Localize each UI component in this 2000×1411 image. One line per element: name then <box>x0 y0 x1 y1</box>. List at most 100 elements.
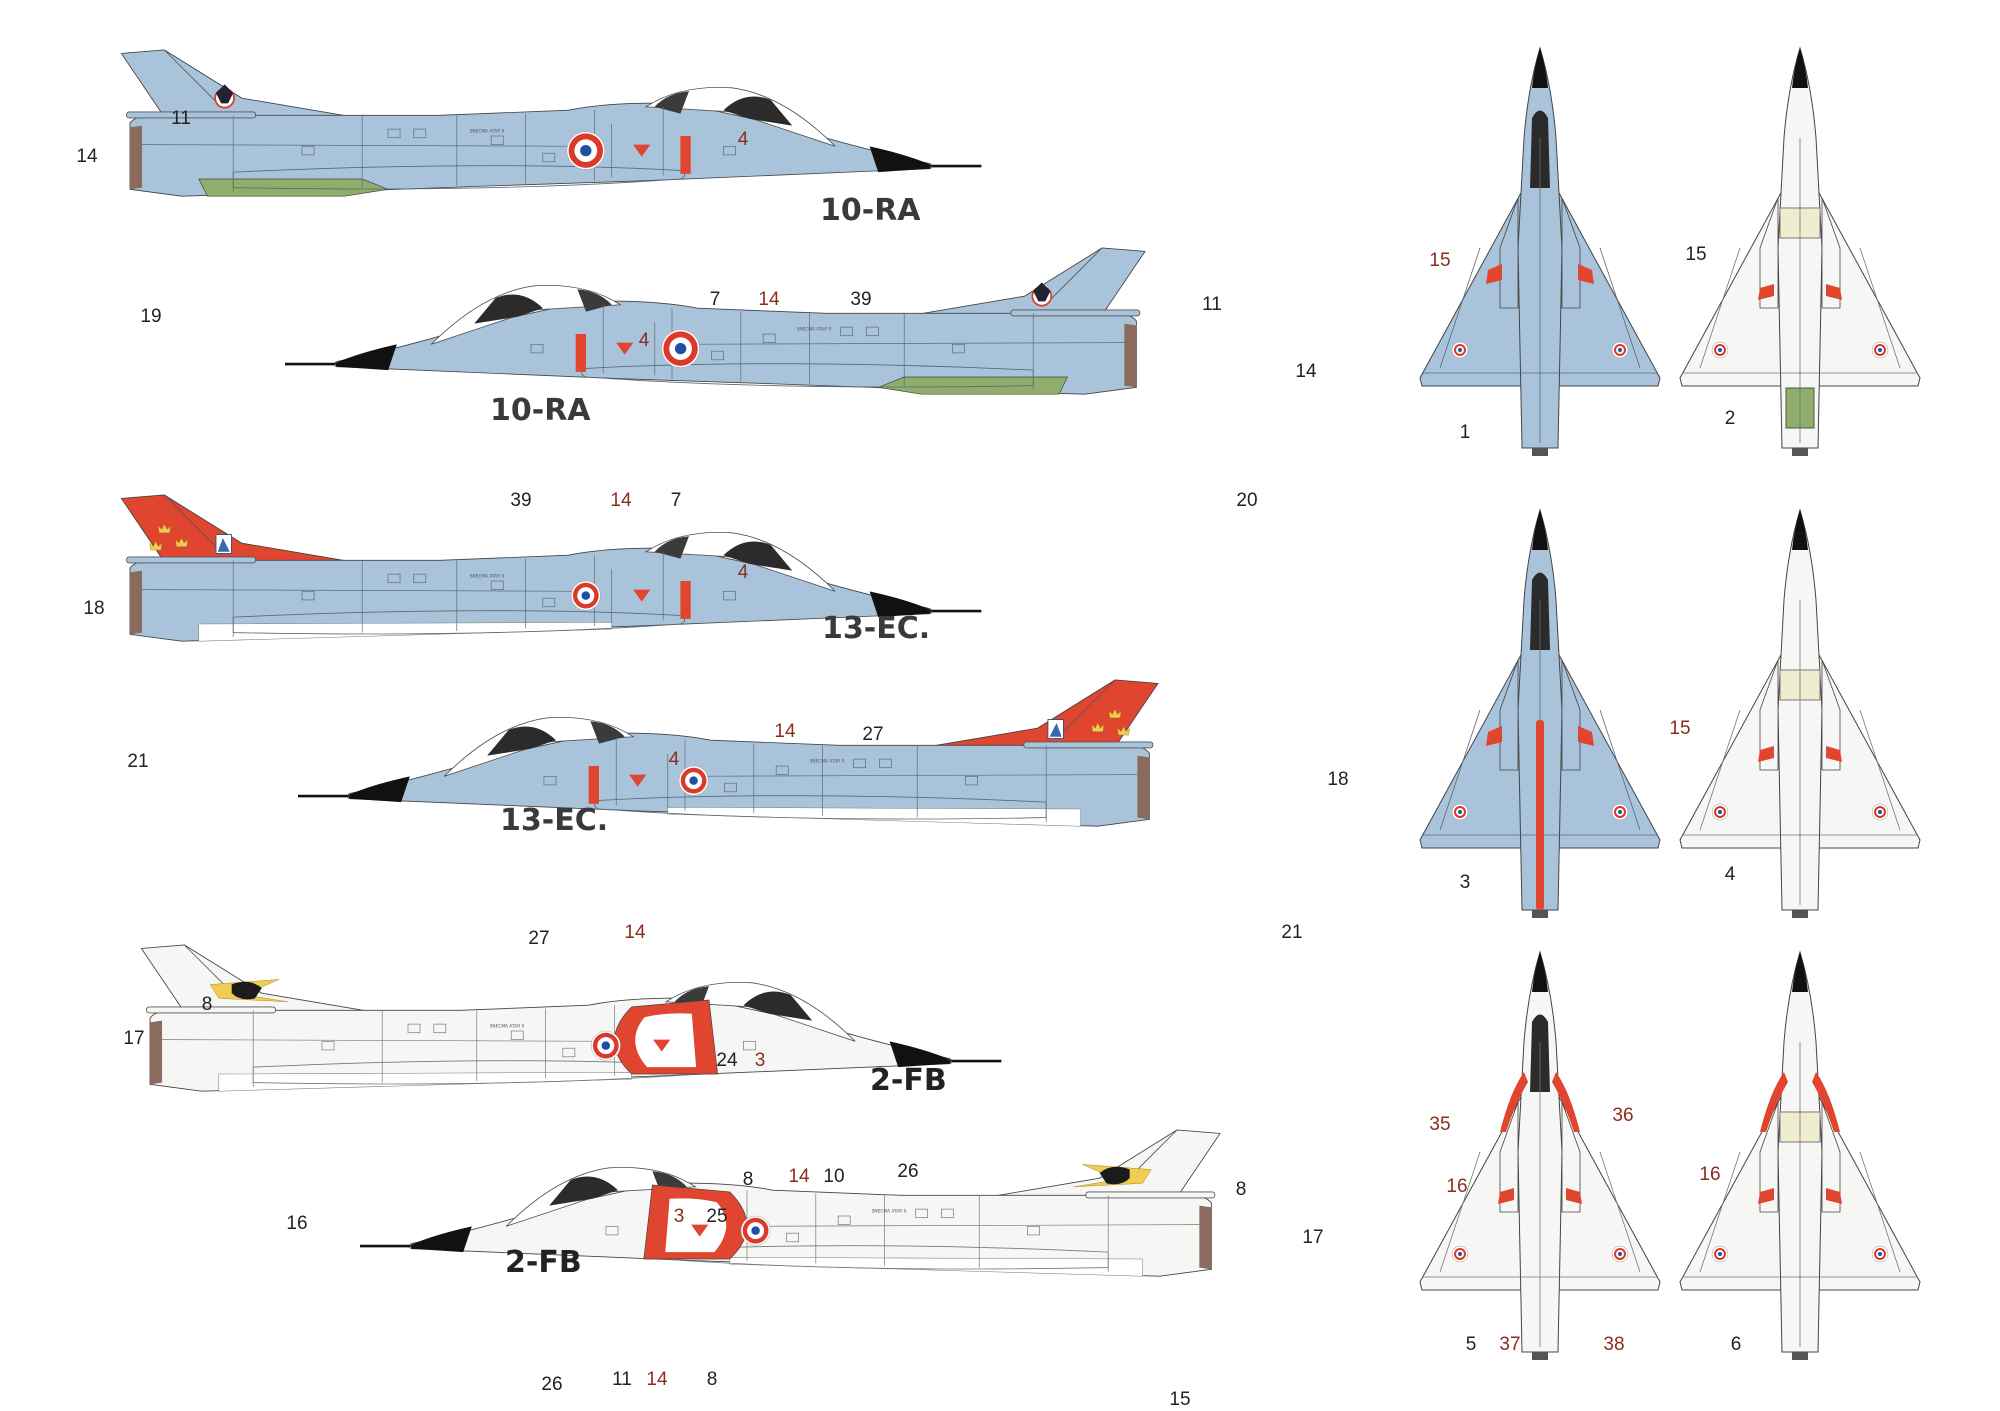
exhaust <box>1124 323 1137 388</box>
callout-number: 3 <box>1460 872 1471 893</box>
wing-roundel <box>1871 341 1889 359</box>
callout-number: 7 <box>710 289 721 310</box>
red-triangle-marking <box>616 342 634 355</box>
nose-cone <box>1792 952 1808 992</box>
canopy <box>644 531 836 592</box>
callout-number: 26 <box>541 1374 562 1395</box>
roundel <box>566 131 605 170</box>
plan-view-t3 <box>1419 508 1661 918</box>
crown-insignia <box>1091 722 1105 732</box>
exhaust <box>1199 1205 1212 1270</box>
wing-roundel <box>1711 1245 1729 1263</box>
exhaust <box>130 125 143 190</box>
wing-roundel <box>1451 803 1469 821</box>
red-triangle-marking <box>653 1039 671 1052</box>
callout-number: 24 <box>716 1050 738 1071</box>
callout-number: 8 <box>707 1369 718 1390</box>
belly-panel <box>729 1257 1143 1277</box>
red-marking <box>1758 746 1774 762</box>
tail-fin <box>120 494 354 563</box>
callout-number: 39 <box>850 289 871 310</box>
fuselage-code-p2: 10-RA <box>490 393 591 428</box>
plan-view-t4 <box>1679 508 1921 918</box>
exhaust <box>1137 755 1150 820</box>
red-triangle-marking <box>691 1224 709 1237</box>
belly-panel <box>218 1072 632 1092</box>
nose-cone <box>409 1226 472 1253</box>
red-stripe <box>588 766 599 804</box>
callout-number: 16 <box>286 1213 307 1234</box>
wing-roundel <box>1711 803 1729 821</box>
roundel <box>740 1215 771 1246</box>
callout-number: 25 <box>706 1206 727 1227</box>
callout-number: 14 <box>758 289 780 310</box>
aircraft-profile-p1: SNECMA ATAR 9 <box>120 49 982 197</box>
callout-number: 3 <box>674 1206 685 1227</box>
nose-cone <box>869 591 932 618</box>
nose-cone <box>1792 510 1808 550</box>
red-stripe <box>680 136 691 174</box>
callout-number: 27 <box>862 724 883 745</box>
aircraft-profile-p4: SNECMA ATAR 9 <box>298 679 1159 827</box>
nose-cone <box>1532 48 1548 88</box>
callout-number: 15 <box>1685 244 1706 265</box>
wing-roundel <box>1451 1245 1469 1263</box>
wing-roundel <box>1871 803 1889 821</box>
wing-roundel <box>1711 341 1729 359</box>
callout-number: 4 <box>738 562 749 583</box>
aircraft-profiles: SNECMA ATAR 9 SNECMA ATAR 9 SNECMA ATAR 9 S… <box>120 49 1221 1280</box>
callout-number: 35 <box>1429 1114 1450 1135</box>
callout-number: 14 <box>788 1166 810 1187</box>
callout-number: 15 <box>1669 718 1690 739</box>
canopy <box>664 981 856 1042</box>
fuselage-code-p5: 2-FB <box>870 1063 947 1098</box>
tail-fin <box>912 247 1146 316</box>
red-marking <box>1826 1188 1842 1204</box>
callout-number: 14 <box>610 490 632 511</box>
callout-number: 5 <box>1466 1334 1477 1355</box>
engine-stencil: SNECMA ATAR 9 <box>797 327 832 333</box>
callout-number: 39 <box>510 490 531 511</box>
red-intake-trim <box>1500 1072 1528 1132</box>
plan-view-t6 <box>1679 950 1921 1360</box>
red-triangle-marking <box>633 589 651 602</box>
engine-stencil: SNECMA ATAR 9 <box>470 129 505 135</box>
red-marking <box>1578 264 1594 284</box>
engine-stencil: SNECMA ATAR 9 <box>490 1024 525 1030</box>
nose-cone <box>1792 48 1808 88</box>
callout-number: 4 <box>1725 864 1736 885</box>
fuselage-code-p6: 2-FB <box>505 1245 582 1280</box>
belly-panel <box>198 622 612 642</box>
callout-number: 19 <box>140 306 161 327</box>
callout-number: 4 <box>669 749 680 770</box>
callout-number: 3 <box>755 1050 766 1071</box>
callout-number: 8 <box>202 994 213 1015</box>
griffin-emblem <box>1099 1166 1130 1185</box>
roundel <box>678 765 709 796</box>
exhaust <box>150 1020 163 1085</box>
callout-number: 20 <box>1236 490 1257 511</box>
callout-number: 15 <box>1429 250 1450 271</box>
crown-insignia <box>1108 708 1122 719</box>
callout-number: 7 <box>671 490 682 511</box>
canopy <box>430 284 622 345</box>
callout-number: 14 <box>774 721 796 742</box>
callout-number: 38 <box>1603 1334 1624 1355</box>
wing-roundel <box>1871 1245 1889 1263</box>
plan-view-t1 <box>1419 46 1661 456</box>
engine-stencil: SNECMA ATAR 9 <box>470 574 505 580</box>
belly-panel <box>877 376 1069 395</box>
callout-number: 16 <box>1699 1164 1720 1185</box>
nose-cone <box>1532 510 1548 550</box>
wing-roundel <box>1611 341 1629 359</box>
wing-roundel <box>1611 803 1629 821</box>
callout-number: 37 <box>1499 1334 1520 1355</box>
belly-panel <box>667 807 1081 827</box>
wing-roundel <box>1451 341 1469 359</box>
nose-cone <box>334 344 397 371</box>
red-stripe <box>680 581 691 619</box>
red-marking <box>1758 284 1774 300</box>
tail-fin <box>925 679 1159 748</box>
red-marking <box>1486 726 1502 746</box>
belly-panel <box>198 178 390 197</box>
